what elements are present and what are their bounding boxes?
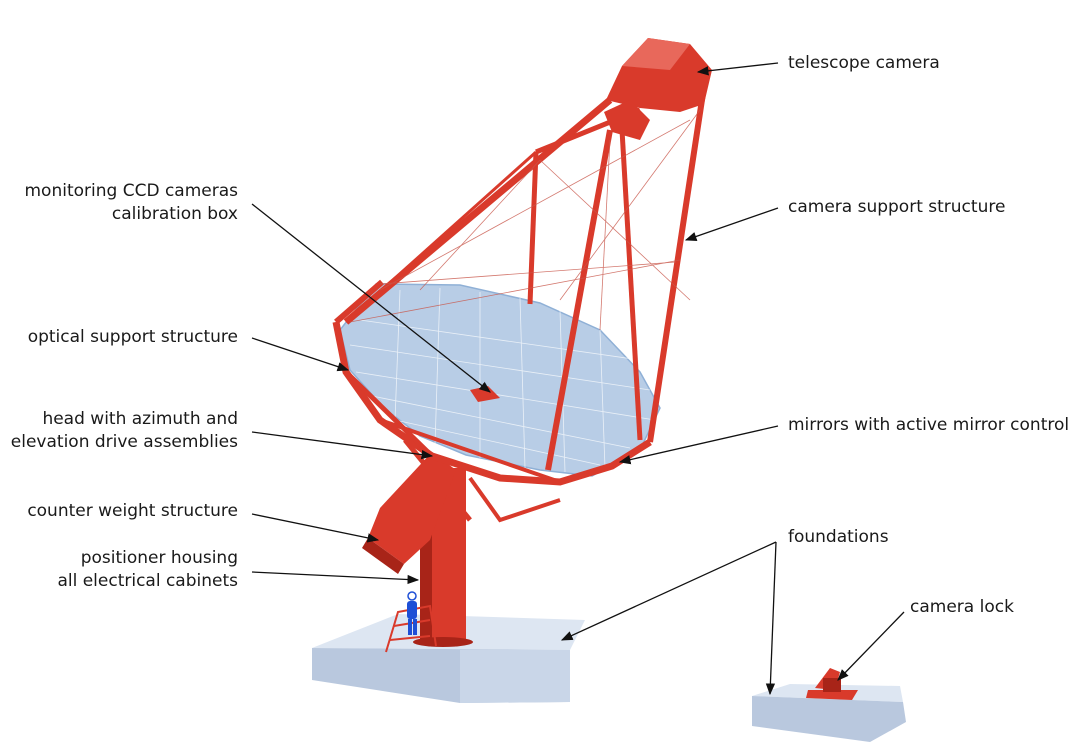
label-foundations: foundations [788,527,889,547]
label-mirrors-active-control: mirrors with active mirror control [788,415,1070,435]
label-camera-support-structure: camera support structure [788,197,1006,217]
guy-wires [349,109,701,331]
label-optical-support-structure: optical support structure [27,327,238,347]
label-telescope-camera: telescope camera [788,53,940,73]
support-frame [332,279,652,523]
label-calibration-box: calibration box [111,204,238,224]
telescope-camera-body [604,38,712,140]
camera-lock-foundation [752,668,906,742]
human-figure [407,591,417,635]
label-head-line2: elevation drive assemblies [10,432,238,452]
leader-arrows [251,62,905,696]
main-foundation [312,614,585,703]
label-monitoring-ccd-line1: monitoring CCD cameras [24,181,239,201]
counter-weight [362,452,456,574]
label-head-line1: head with azimuth and [42,409,238,429]
label-electrical-cabinets: all electrical cabinets [57,571,238,591]
mirror-dish [339,283,661,477]
label-counter-weight-structure: counter weight structure [27,501,238,521]
label-positioner-housing: positioner housing [80,548,238,568]
label-camera-lock: camera lock [910,597,1014,617]
